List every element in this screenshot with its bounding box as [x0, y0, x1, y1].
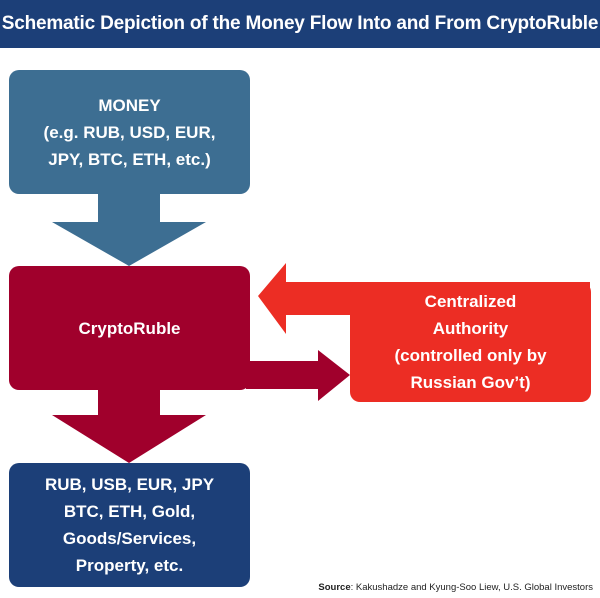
source-note: Source: Kakushadze and Kyung-Soo Liew, U… — [318, 582, 593, 593]
title-bar: Schematic Depiction of the Money Flow In… — [0, 0, 600, 48]
money-examples-line1: (e.g. RUB, USD, EUR, — [43, 122, 216, 142]
cryptoruble-label: CryptoRuble — [78, 318, 181, 338]
cryptoruble-box: CryptoRuble — [9, 266, 250, 390]
authority-line3: (controlled only by — [394, 346, 547, 365]
output-line1: RUB, USB, EUR, JPY — [44, 475, 215, 494]
arrow-money-to-cryptoruble — [52, 190, 206, 266]
money-examples-line2: JPY, BTC, ETH, etc.) — [48, 149, 211, 169]
diagram-title: Schematic Depiction of the Money Flow In… — [1, 13, 599, 34]
authority-line4: Russian Gov’t) — [410, 373, 531, 392]
arrow-cryptoruble-to-authority — [246, 350, 350, 401]
authority-line2: Authority — [432, 319, 509, 338]
source-label: Source — [318, 582, 351, 593]
output-line4: Property, etc. — [75, 556, 184, 575]
output-line2: BTC, ETH, Gold, — [63, 502, 196, 521]
money-box: MONEY (e.g. RUB, USD, EUR, JPY, BTC, ETH… — [9, 70, 250, 194]
money-label: MONEY — [98, 95, 161, 115]
output-line3: Goods/Services, — [62, 529, 197, 548]
source-text: : Kakushadze and Kyung-Soo Liew, U.S. Gl… — [350, 582, 593, 593]
authority-line1: Centralized — [424, 292, 517, 311]
authority-box: Centralized Authority (controlled only b… — [350, 282, 591, 402]
output-box: RUB, USB, EUR, JPY BTC, ETH, Gold, Goods… — [9, 463, 250, 587]
arrow-cryptoruble-to-output — [52, 386, 206, 463]
